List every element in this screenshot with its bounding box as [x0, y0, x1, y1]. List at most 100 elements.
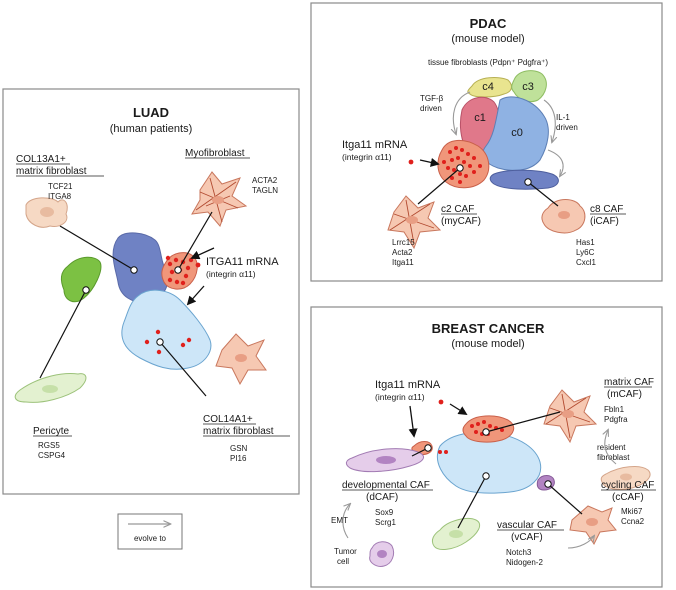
luad-red-dots — [144, 255, 194, 355]
legend-frame — [117, 513, 183, 550]
breast-dcaf-label-2: (dCAF) — [366, 492, 398, 503]
luad-connectors — [39, 211, 213, 397]
luad-dark-blue-cell — [112, 232, 169, 303]
pdac-mrna-arrow — [419, 157, 440, 167]
breast-resident-evolve-arrow — [605, 430, 617, 465]
luad-subtitle: (human patients) — [110, 123, 193, 135]
breast-mrna-arrow-1 — [449, 403, 468, 415]
breast-vcaf-nucleus — [449, 530, 463, 538]
col13-nucleus — [40, 207, 54, 217]
pericyte-nucleus — [42, 385, 58, 393]
col14-label-1: COL14A1+ — [203, 414, 253, 425]
pdac-c8-gene-2: Ly6C — [576, 248, 595, 257]
breast-ccaf-label-1: cycling CAF — [601, 480, 654, 491]
breast-panel: BREAST CANCER (mouse model) Itga11 mRNA … — [310, 306, 663, 588]
pericyte-gene-2: CSPG4 — [38, 451, 66, 460]
pdac-c1-label: c1 — [474, 112, 486, 124]
legend: evolve to — [117, 513, 183, 550]
breast-tumor-nucleus — [377, 550, 387, 558]
pdac-panel: PDAC (mouse model) tissue fibroblasts (P… — [310, 2, 663, 282]
breast-mrna-label: Itga11 mRNA — [375, 379, 441, 391]
breast-mcaf-label-2: (mCAF) — [607, 389, 642, 400]
breast-dcaf-label-1: developmental CAF — [342, 480, 430, 491]
breast-mrna-arrow-2 — [408, 405, 418, 438]
pdac-c2-label-1: c2 CAF — [441, 204, 474, 215]
luad-light-blue-cell — [121, 289, 212, 370]
breast-tumor-label-1: Tumor — [334, 547, 357, 556]
pdac-c8-label-1: c8 CAF — [590, 204, 623, 215]
pdac-connector-ends — [456, 164, 532, 186]
pdac-c0-label: c0 — [511, 127, 523, 139]
breast-dcaf-nucleus — [376, 456, 396, 464]
col14-gene-1: GSN — [230, 444, 248, 453]
pdac-evolve-arrows — [453, 91, 563, 176]
pdac-title: PDAC — [470, 16, 507, 31]
breast-dcaf-gene-1: Sox9 — [375, 508, 394, 517]
luad-mrna-sublabel: (integrin α11) — [206, 269, 256, 279]
breast-vcaf-label-1: vascular CAF — [497, 520, 557, 531]
pdac-mrna-dot — [408, 159, 414, 165]
breast-vcaf-label-2: (vCAF) — [511, 532, 543, 543]
breast-emt-label: EMT — [331, 516, 348, 525]
col14-label-2: matrix fibroblast — [203, 426, 274, 437]
legend-label: evolve to — [134, 534, 167, 543]
breast-mrna-sublabel: (integrin α11) — [375, 392, 425, 402]
pdac-mycaf-nucleus — [406, 216, 418, 224]
breast-emt-arrow — [342, 504, 350, 539]
pericyte-gene-1: RGS5 — [38, 441, 60, 450]
breast-ccaf-label-2: (cCAF) — [612, 492, 644, 503]
luad-mrna-label: ITGA11 mRNA — [206, 256, 279, 268]
breast-mcaf-gene-2: Pdgfra — [604, 415, 628, 424]
luad-title: LUAD — [133, 105, 169, 120]
breast-dcaf-gene-2: Scrg1 — [375, 518, 396, 527]
col14-nucleus — [235, 354, 247, 362]
breast-mcaf-cluster — [462, 415, 515, 443]
breast-vcaf-gene-1: Notch3 — [506, 548, 532, 557]
breast-mcaf-nucleus — [562, 410, 574, 418]
luad-connector-ends — [82, 266, 182, 346]
myo-gene-1: ACTA2 — [252, 176, 278, 185]
col13-label-2: matrix fibroblast — [16, 166, 87, 177]
pdac-red-dots — [442, 146, 482, 184]
luad-myofibroblast-nucleus — [212, 196, 224, 204]
pdac-c4-label: c4 — [482, 81, 494, 93]
pdac-icaf-nucleus — [558, 211, 570, 219]
pdac-c8-gene-1: Has1 — [576, 238, 595, 247]
pdac-subtitle: (mouse model) — [451, 33, 524, 45]
pdac-tgf-label-1: TGF-β — [420, 94, 444, 103]
col13-gene-1: TCF21 — [48, 182, 73, 191]
breast-vcaf-evolve-arrow — [567, 536, 594, 549]
pdac-c3-label: c3 — [522, 81, 534, 93]
breast-ccaf-nucleus — [586, 518, 598, 526]
pdac-connectors — [417, 167, 559, 207]
breast-tumor-label-2: cell — [337, 557, 349, 566]
pericyte-green-cell — [60, 256, 102, 303]
luad-mrna-arrow-2 — [186, 285, 205, 306]
pdac-tgf-label-2: driven — [420, 104, 442, 113]
pdac-tissue-label: tissue fibroblasts (Pdpn⁺ Pdgfra⁺) — [428, 58, 548, 67]
pdac-il1-label-2: driven — [556, 123, 578, 132]
pdac-c2-gene-3: Itga11 — [392, 258, 414, 267]
pdac-mrna-label: Itga11 mRNA — [342, 139, 408, 151]
breast-ccaf-gene-1: Mki67 — [621, 507, 643, 516]
breast-subtitle: (mouse model) — [451, 338, 524, 350]
luad-mrna-arrow-1 — [190, 247, 215, 260]
pdac-c2-label-2: (myCAF) — [441, 216, 481, 227]
col14-gene-2: PI16 — [230, 454, 247, 463]
pdac-mrna-sublabel: (integrin α11) — [342, 152, 392, 162]
pdac-c2-gene-1: Lrrc15 — [392, 238, 415, 247]
myo-gene-2: TAGLN — [252, 186, 278, 195]
breast-resident-label-2: fibroblast — [597, 453, 630, 462]
col13-gene-2: ITGA8 — [48, 192, 72, 201]
pdac-cluster-c4 — [467, 77, 512, 98]
pdac-c8-label-2: (iCAF) — [590, 216, 619, 227]
breast-mrna-dot — [438, 399, 444, 405]
breast-resident-label-1: resident — [597, 443, 626, 452]
breast-mcaf-label-1: matrix CAF — [604, 377, 654, 388]
breast-vcaf-gene-2: Nidogen-2 — [506, 558, 543, 567]
pdac-c2-gene-2: Acta2 — [392, 248, 413, 257]
col13-label-1: COL13A1+ — [16, 154, 66, 165]
pericyte-label: Pericyte — [33, 426, 70, 437]
breast-title: BREAST CANCER — [432, 321, 545, 336]
breast-resident-nucleus — [620, 473, 632, 481]
